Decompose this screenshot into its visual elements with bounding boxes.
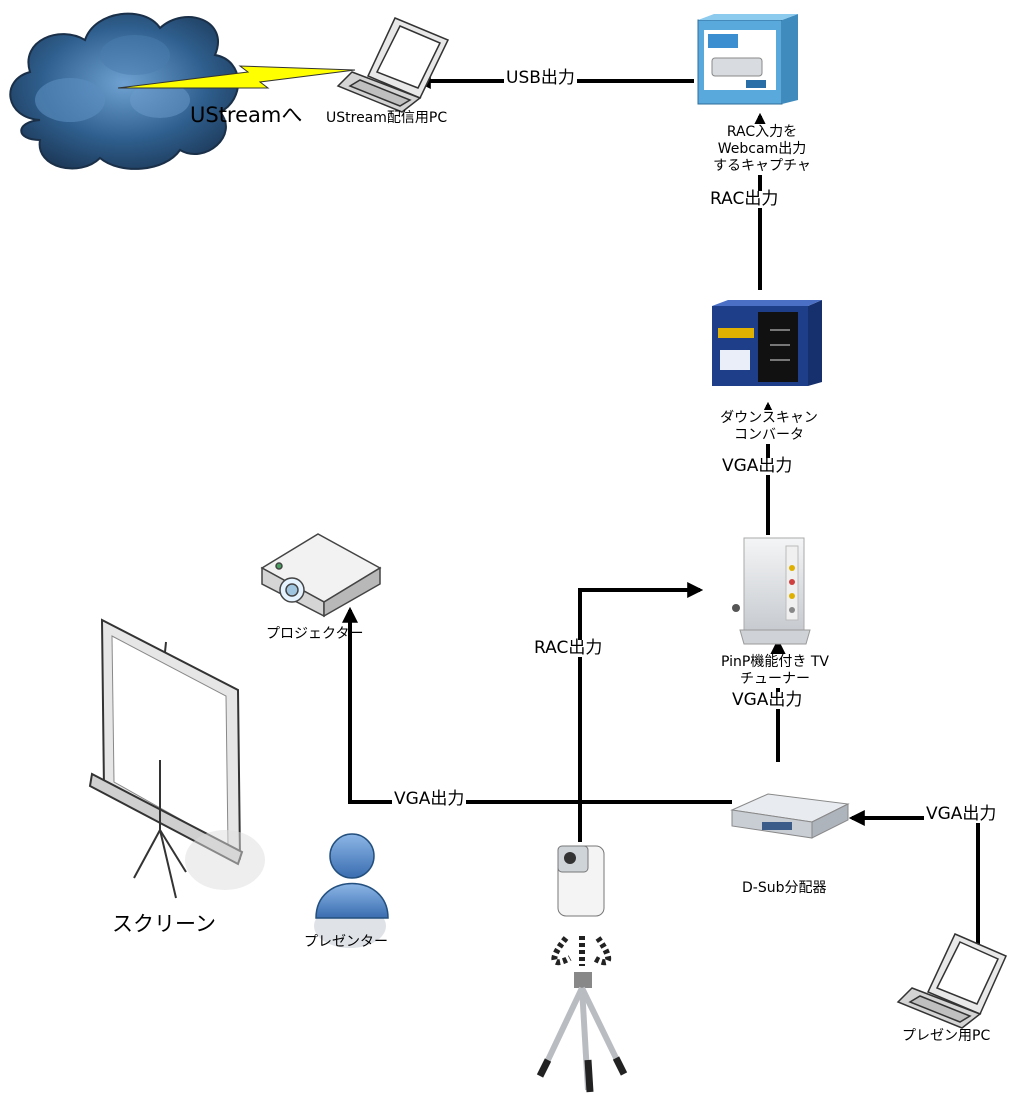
downscan-converter-icon <box>712 300 822 386</box>
splitter-label: D-Sub分配器 <box>742 880 827 896</box>
vga-out-projector-label: VGA出力 <box>392 789 467 809</box>
capture-label: RAC入力を Webcam出力 するキャプチャ <box>700 124 824 175</box>
vga-out-pc-label: VGA出力 <box>924 804 999 824</box>
dsub-splitter-icon <box>730 793 850 839</box>
projection-screen-icon <box>88 618 265 899</box>
lightning-bolt-icon <box>117 65 356 89</box>
presenter-person-icon <box>314 833 389 948</box>
projector-icon <box>260 533 382 618</box>
stream-pc-laptop-icon <box>336 17 450 113</box>
presentation-pc-laptop-icon <box>896 933 1007 1029</box>
tv-tuner-icon <box>732 537 811 645</box>
camera-tripod-icon <box>536 845 628 1093</box>
capture-box-icon <box>697 14 798 105</box>
downscan-label: ダウンスキャン コンバータ <box>712 410 826 444</box>
internet-cloud-icon <box>9 12 240 170</box>
usb-out-label: USB出力 <box>504 68 577 88</box>
presenter-label: プレゼンター <box>304 934 388 950</box>
vga-pc-connection-line <box>848 810 980 945</box>
vga-projector-connection-line <box>342 606 732 804</box>
rac-out-capture-label: RAC出力 <box>708 189 781 209</box>
screen-label: スクリーン <box>112 912 216 936</box>
internet-label: UStreamへ <box>190 103 303 127</box>
rac-out-camera-label: RAC出力 <box>532 638 605 658</box>
projector-label: プロジェクター <box>266 626 364 642</box>
presentation-pc-label: プレゼン用PC <box>902 1028 991 1044</box>
stream-pc-label: UStream配信用PC <box>326 110 448 126</box>
rac-camera-connection-line <box>578 582 704 842</box>
connections <box>342 73 980 945</box>
vga-out-downscan-label: VGA出力 <box>720 456 795 476</box>
tv-tuner-label: PinP機能付き TVチューナー <box>718 654 832 688</box>
vga-out-tuner-label: VGA出力 <box>730 690 805 710</box>
